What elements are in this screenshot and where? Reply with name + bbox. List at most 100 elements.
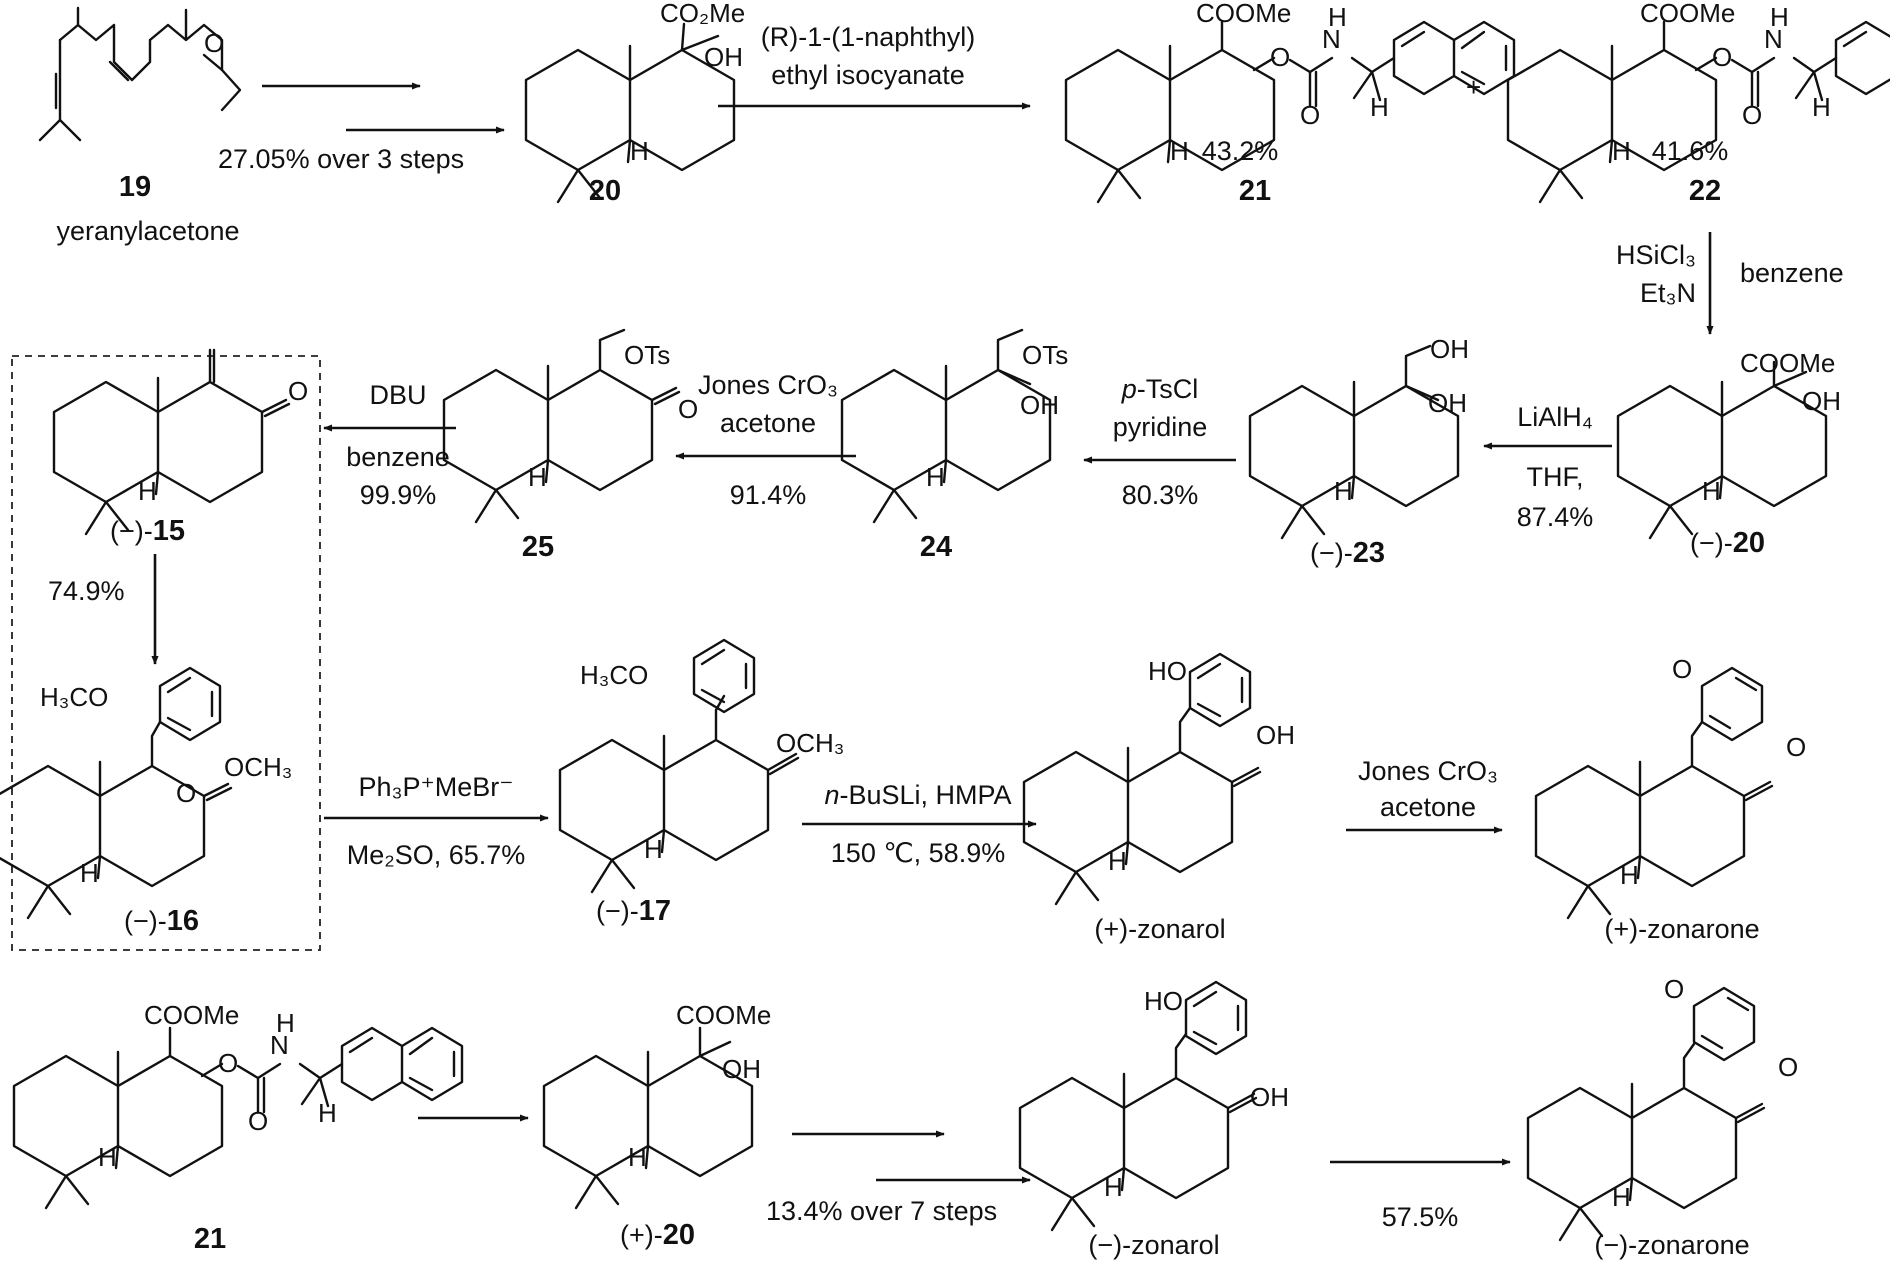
compound-m16-label: (−)-16 — [124, 905, 199, 937]
compound-zonarone-plus-name: (+)-zonarone — [1604, 914, 1759, 944]
reagent-m17-line2: 150 ℃, 58.9% — [831, 838, 1005, 868]
coome-p20: COOMe — [676, 1000, 771, 1030]
oh2-m23: OH — [1428, 388, 1467, 418]
o1-zonarone-minus: O — [1664, 974, 1684, 1004]
reagent-m15: 74.9% — [48, 576, 125, 606]
h3co-m16: H₃CO — [40, 682, 108, 712]
reagent-20-line1: (R)-1-(1-naphthyl) — [761, 22, 976, 52]
compound-m23-structure — [1250, 344, 1458, 538]
och3-m16: OCH₃ — [224, 752, 292, 782]
compound-m15-label: (−)-15 — [110, 515, 185, 547]
co2me-20: CO₂Me — [660, 0, 745, 28]
yield-22: 41.6% — [1652, 136, 1729, 166]
h-m17: H — [644, 834, 663, 864]
nh-h-22: H — [1770, 2, 1789, 32]
reagent-25-line2: benzene — [346, 442, 450, 472]
h2-21: H — [1370, 92, 1389, 122]
compound-19-number: 19 — [119, 171, 151, 203]
h-zonarone-minus: H — [1612, 1182, 1631, 1212]
compound-21b-structure — [14, 1026, 462, 1208]
compound-19-name: yeranylacetone — [56, 216, 239, 246]
compound-zonarone-minus-structure — [1528, 986, 1766, 1240]
reagent-24-line3: 91.4% — [730, 480, 807, 510]
compound-zonarone-plus-structure — [1536, 666, 1774, 918]
nh-21b: N — [270, 1030, 289, 1060]
h-21: H — [1170, 136, 1189, 166]
reagent-22-left1: HSiCl₃ — [1616, 240, 1696, 270]
och3-m17: OCH₃ — [776, 728, 844, 758]
oh-m20: OH — [1802, 386, 1841, 416]
oh-24: OH — [1020, 390, 1059, 420]
compound-m23-label: (−)-23 — [1310, 537, 1385, 569]
h3co-m17: H₃CO — [580, 660, 648, 690]
coome-21b: COOMe — [144, 1000, 239, 1030]
oh-p20: OH — [722, 1054, 761, 1084]
h2-21b: H — [318, 1098, 337, 1128]
reagent-25-line3: 99.9% — [360, 480, 437, 510]
coome-21: COOMe — [1196, 0, 1291, 28]
ots-25: OTs — [624, 340, 670, 370]
reagent-m23-line3: 80.3% — [1122, 480, 1199, 510]
h-22: H — [1612, 136, 1631, 166]
reagent-24-line1: Jones CrO₃ — [698, 370, 838, 400]
o-21: O — [1270, 42, 1290, 72]
compound-21-number: 21 — [1239, 175, 1271, 207]
reagent-24-line2: acetone — [720, 408, 816, 438]
compound-22-number: 22 — [1689, 175, 1721, 207]
oh-zonarol-plus: OH — [1256, 720, 1295, 750]
nh-h-21: H — [1328, 2, 1347, 32]
ots-24: OTs — [1022, 340, 1068, 370]
coome-m20: COOMe — [1740, 348, 1835, 378]
compound-21-structure — [1066, 20, 1514, 202]
plus-sign: + — [1466, 72, 1481, 102]
h2-22: H — [1812, 92, 1831, 122]
compound-19-structure — [38, 6, 242, 142]
compound-20-structure — [526, 22, 734, 202]
reagent-m16-line1: Ph₃P⁺MeBr⁻ — [358, 772, 513, 802]
h-m16: H — [80, 858, 99, 888]
compound-zonarol-plus-name: (+)-zonarol — [1094, 914, 1225, 944]
h-m15: H — [138, 476, 157, 506]
reagent-m17-line1: n-BuSLi, HMPA — [824, 780, 1011, 810]
compound-m17-label: (−)-17 — [596, 895, 671, 927]
compound-m20-label: (−)-20 — [1690, 527, 1765, 559]
o2-zonarone-minus: O — [1778, 1052, 1798, 1082]
compound-p20-structure — [544, 1026, 752, 1208]
o-25: O — [678, 394, 698, 424]
compound-20-number: 20 — [589, 175, 621, 207]
compound-zonarol-plus-structure — [1024, 652, 1262, 904]
reagent-m20-line1: LiAlH₄ — [1517, 402, 1593, 432]
h-zonarol-plus: H — [1108, 846, 1127, 876]
reagent-m20-line2: THF, — [1527, 462, 1584, 492]
compound-m20-structure — [1618, 360, 1826, 538]
oh-zonarol-minus: OH — [1250, 1082, 1289, 1112]
compound-m17-structure — [560, 638, 800, 892]
reagent-25-line1: DBU — [369, 380, 426, 410]
reagent-22-left2: Et₃N — [1640, 278, 1696, 308]
compound-22-structure — [1508, 20, 1890, 202]
reagent-zonarol-line1: Jones CrO₃ — [1358, 756, 1498, 786]
h-21b: H — [98, 1142, 117, 1172]
ho-zonarol-plus: HO — [1148, 656, 1187, 686]
reagent-22-right: benzene — [1740, 258, 1844, 288]
h-zonarol-minus: H — [1104, 1172, 1123, 1202]
reagent-zonarol-minus: 57.5% — [1382, 1202, 1459, 1232]
h-24: H — [926, 462, 945, 492]
compound-25-number: 25 — [522, 531, 554, 563]
o-22: O — [1712, 42, 1732, 72]
compound-p20-label: (+)-20 — [620, 1219, 695, 1251]
carbonyl-o-19: O — [204, 28, 224, 58]
compound-21b-number: 21 — [194, 1223, 226, 1255]
reagent-m16-line2: Me₂SO, 65.7% — [347, 840, 526, 870]
oh-20: OH — [704, 42, 743, 72]
h-20: H — [630, 136, 649, 166]
o2-21: O — [1300, 100, 1320, 130]
h-m20: H — [1702, 476, 1721, 506]
reagent-m23-line1: p-TsCl — [1121, 374, 1199, 404]
h-zonarone-plus: H — [1620, 860, 1639, 890]
reagent-m20-line3: 87.4% — [1517, 502, 1594, 532]
o-21b: O — [218, 1048, 238, 1078]
o-m16: O — [176, 778, 196, 808]
reagent-19-to-20: 27.05% over 3 steps — [218, 144, 464, 174]
